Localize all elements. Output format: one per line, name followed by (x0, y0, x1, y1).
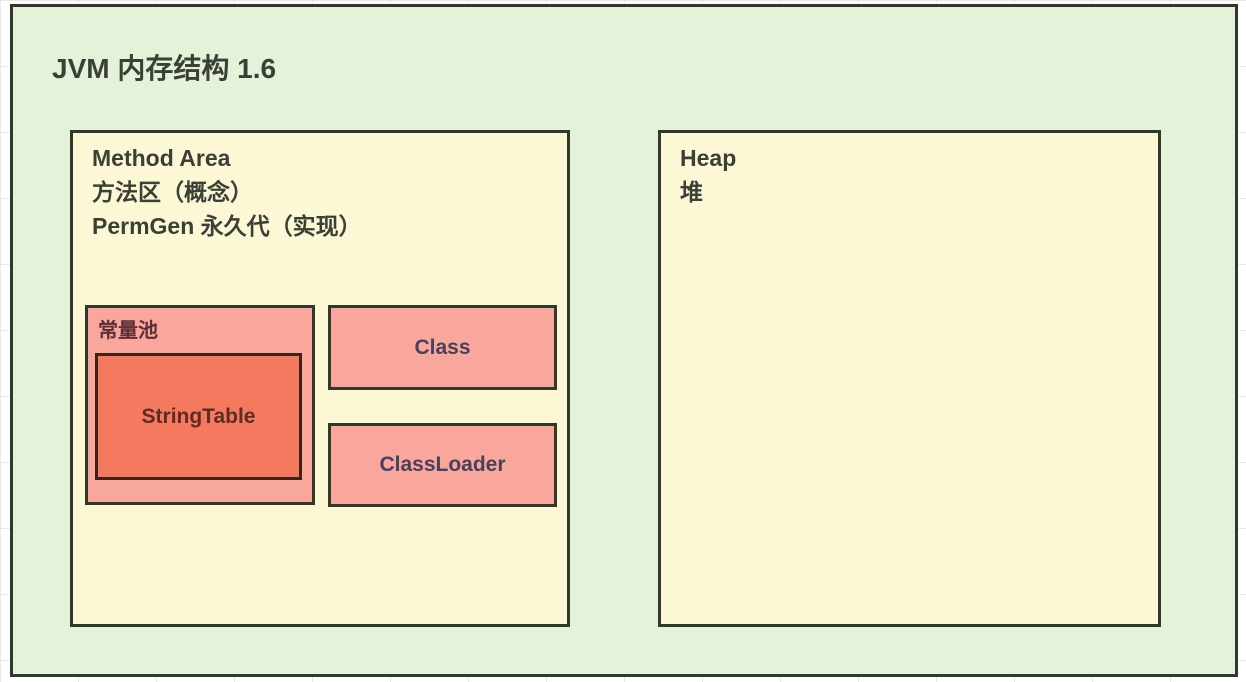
method-area-title: Method Area (92, 145, 231, 171)
jvm-memory-panel: JVM 内存结构 1.6 Method Area 方法区（概念） PermGen… (10, 4, 1238, 677)
method-area-subtitle-cn: 方法区（概念） (92, 179, 253, 205)
method-area-heading: Method Area 方法区（概念） PermGen 永久代（实现） (73, 133, 567, 243)
method-area-impl-cn: PermGen 永久代（实现） (92, 213, 362, 239)
heap-title: Heap (680, 145, 737, 171)
stringtable-box: StringTable (95, 353, 302, 480)
classloader-box: ClassLoader (328, 423, 557, 507)
heap-subtitle-cn: 堆 (680, 179, 703, 205)
heap-box: Heap 堆 (658, 130, 1161, 627)
method-area-box: Method Area 方法区（概念） PermGen 永久代（实现） 常量池 … (70, 130, 570, 627)
diagram-title: JVM 内存结构 1.6 (52, 53, 277, 84)
heap-heading: Heap 堆 (661, 133, 1158, 209)
class-box: Class (328, 305, 557, 390)
constant-pool-box: 常量池 StringTable (85, 305, 315, 505)
class-box-label: Class (414, 335, 471, 359)
classloader-box-label: ClassLoader (379, 453, 506, 476)
stringtable-label: StringTable (141, 404, 256, 428)
constant-pool-label: 常量池 (98, 320, 158, 342)
